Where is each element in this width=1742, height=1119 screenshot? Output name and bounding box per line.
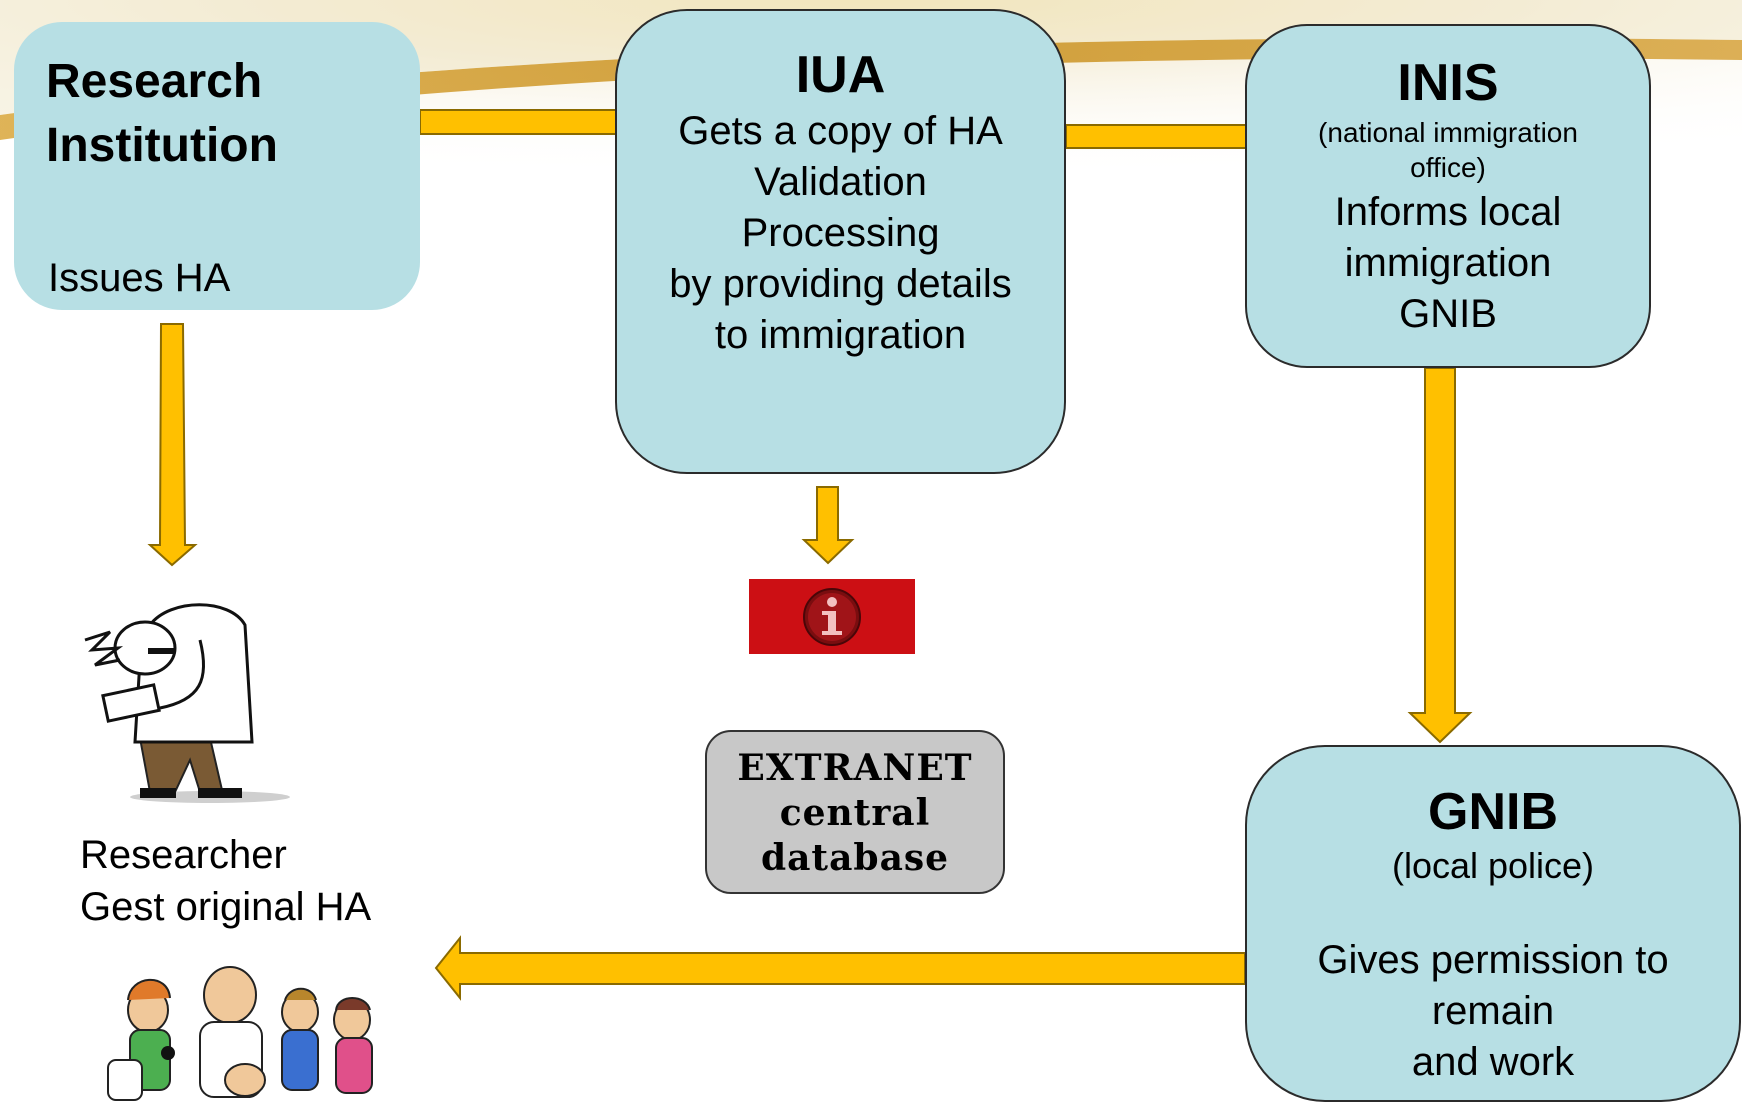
iua-line: Gets a copy of HA xyxy=(678,109,1003,153)
research-institution-title: Research Institution xyxy=(46,55,278,172)
inis-note-line: (national immigration xyxy=(1318,117,1578,148)
gnib-line: remain xyxy=(1431,989,1555,1033)
extranet-line: EXTRANET xyxy=(737,747,973,789)
research-institution-subtitle: Issues HA xyxy=(48,256,231,300)
arrow-iua-to-database xyxy=(801,486,855,565)
info-banner xyxy=(749,579,915,654)
iua-line: Validation xyxy=(754,160,927,204)
arrow-research-to-iua xyxy=(419,94,648,150)
arrow-gnib-to-researcher xyxy=(434,935,1246,1001)
iua-line: to immigration xyxy=(714,313,967,357)
research-institution-box xyxy=(14,22,420,310)
inis-line: Informs local xyxy=(1334,190,1562,234)
inis-note-line: office) xyxy=(1410,152,1486,183)
gnib-box xyxy=(1245,745,1741,1102)
iua-title: IUA xyxy=(795,46,886,104)
iua-box xyxy=(615,9,1066,474)
researcher-label: Researcher xyxy=(80,833,287,877)
gnib-note: (local police) xyxy=(1391,845,1595,886)
arrow-inis-to-gnib xyxy=(1407,367,1473,744)
iua-line: by providing details xyxy=(669,262,1012,306)
extranet-line: central xyxy=(779,792,931,834)
inis-title: INIS xyxy=(1397,54,1499,112)
iua-line: Processing xyxy=(741,211,940,255)
gnib-line: and work xyxy=(1411,1040,1575,1084)
inis-line: immigration xyxy=(1344,241,1552,285)
extranet-database-box xyxy=(705,730,1005,894)
researcher-action-label: Gest original HA xyxy=(80,885,372,929)
arrow-research-to-researcher xyxy=(147,323,198,567)
gnib-line: Gives permission to xyxy=(1317,938,1669,982)
inis-box xyxy=(1245,24,1651,368)
gnib-title: GNIB xyxy=(1428,783,1558,841)
extranet-line: database xyxy=(760,837,950,879)
inis-line: GNIB xyxy=(1399,292,1497,336)
